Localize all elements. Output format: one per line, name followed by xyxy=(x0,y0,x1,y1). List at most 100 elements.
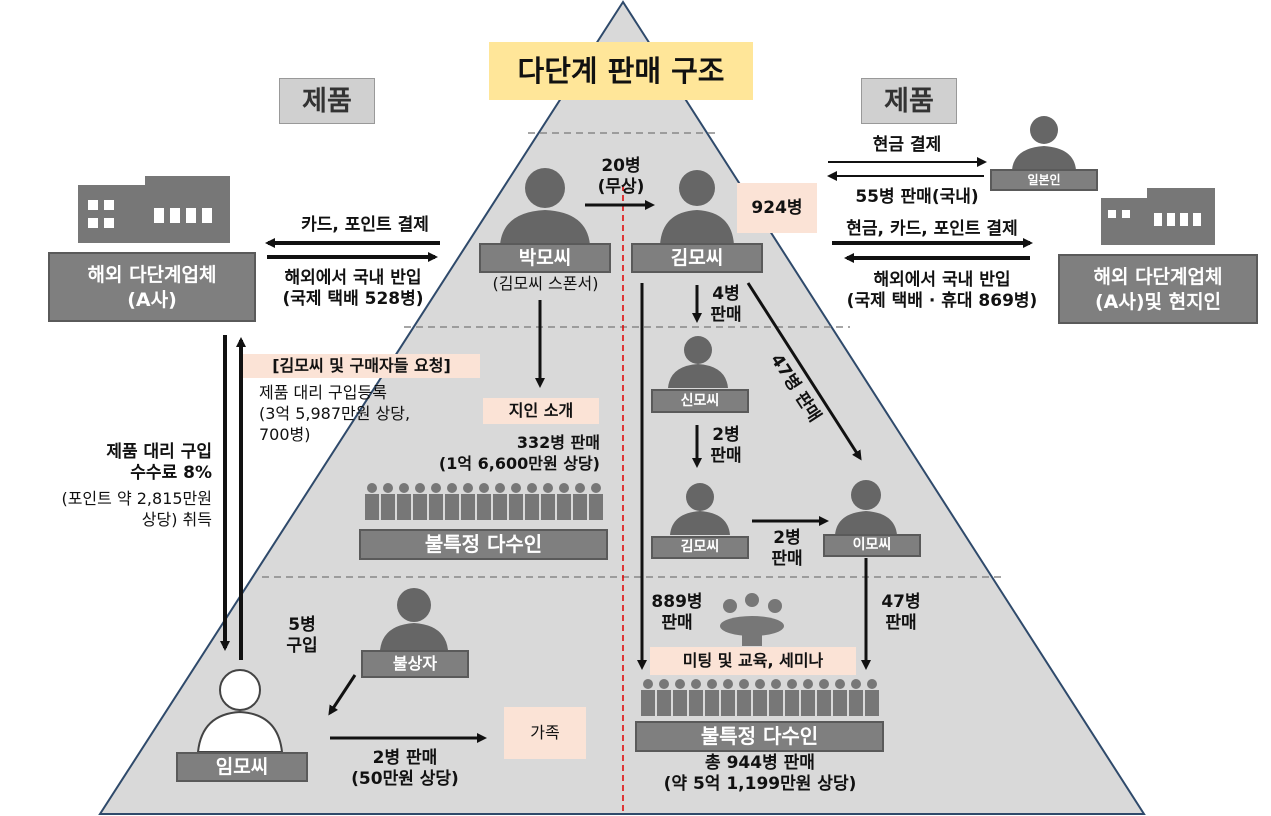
commission-label: 제품 대리 구입 수수료 8% xyxy=(106,442,212,483)
total-sales-label: 총 944병 판매 (약 5억 1,199만원 상당) xyxy=(663,753,857,794)
kim2-box: 김모씨 xyxy=(651,536,749,559)
building-icon xyxy=(78,176,230,243)
person-icon xyxy=(500,168,590,245)
park-sponsor-label: (김모씨 스폰서) xyxy=(492,274,599,293)
person-icon xyxy=(380,588,448,650)
building-icon xyxy=(1101,188,1215,245)
person-icon xyxy=(668,336,728,388)
crowd-person-body xyxy=(641,690,655,716)
person-icon xyxy=(1012,116,1076,170)
crowd-person-head xyxy=(511,483,521,493)
lee-box: 이모씨 xyxy=(823,534,921,557)
crowd-person-head xyxy=(819,679,829,689)
crowd-person-body xyxy=(657,690,671,716)
crowd-person-body xyxy=(705,690,719,716)
kim-box: 김모씨 xyxy=(631,243,763,273)
request-label: [김모씨 및 구매자들 요청] xyxy=(243,354,480,378)
commission-detail-label: (포인트 약 2,815만원 상당) 취득 xyxy=(61,489,212,529)
crowd-person-body xyxy=(557,494,571,520)
japanese-box: 일본인 xyxy=(990,169,1098,191)
crowd-person-head xyxy=(803,679,813,689)
sales-47-label: 47병 판매 xyxy=(881,592,921,633)
crowd-person-head xyxy=(867,679,877,689)
crowd-icon xyxy=(365,483,603,520)
person-icon xyxy=(670,483,730,535)
crowd-person-body xyxy=(769,690,783,716)
crowd-person-body xyxy=(397,494,411,520)
crowd-person-head xyxy=(431,483,441,493)
crowd-person-head xyxy=(739,679,749,689)
person-icon xyxy=(660,170,734,245)
crowd-person-body xyxy=(833,690,847,716)
crowd-person-body xyxy=(785,690,799,716)
crowd-person-head xyxy=(691,679,701,689)
crowd-person-head xyxy=(575,483,585,493)
crowd-person-head xyxy=(659,679,669,689)
crowd-person-head xyxy=(591,483,601,493)
crowd-person-head xyxy=(527,483,537,493)
shin-box: 신모씨 xyxy=(651,389,749,413)
crowd-person-head xyxy=(383,483,393,493)
crowd-person-head xyxy=(415,483,425,493)
product-label-right: 제품 xyxy=(861,78,957,124)
right-company-box: 해외 다단계업체 (A사)및 현지인 xyxy=(1058,254,1258,324)
crowd-person-body xyxy=(801,690,815,716)
crowd-person-body xyxy=(753,690,767,716)
crowd-person-head xyxy=(787,679,797,689)
crowd-person-body xyxy=(445,494,459,520)
crowd-person-head xyxy=(851,679,861,689)
crowd-person-head xyxy=(479,483,489,493)
sales-2b-label: 2병 판매 xyxy=(771,528,803,569)
crowd-person-body xyxy=(365,494,379,520)
person-icon xyxy=(835,480,897,535)
left-payment-label: 카드, 포인트 결제 xyxy=(301,215,429,235)
bulsang-box: 불상자 xyxy=(361,650,469,678)
intro-sales-label: 332병 판매 (1억 6,600만원 상당) xyxy=(438,433,600,473)
crowd-person-head xyxy=(835,679,845,689)
crowd-person-body xyxy=(689,690,703,716)
crowd-person-body xyxy=(381,494,395,520)
meeting-label: 미팅 및 교육, 세미나 xyxy=(650,647,856,675)
cash-payment-label: 현금 결제 xyxy=(872,135,942,155)
meeting-icon xyxy=(720,593,784,646)
crowd-person-head xyxy=(367,483,377,493)
crowd-person-head xyxy=(755,679,765,689)
crowd-person-body xyxy=(737,690,751,716)
acquaintance-intro-label: 지인 소개 xyxy=(483,398,599,424)
crowd-person-body xyxy=(429,494,443,520)
crowd-person-head xyxy=(543,483,553,493)
crowd-person-body xyxy=(493,494,507,520)
crowd-person-head xyxy=(447,483,457,493)
sales-889-label: 889병 판매 xyxy=(651,592,703,633)
kim-count-badge: 924병 xyxy=(737,183,817,233)
right-payment-label: 현금, 카드, 포인트 결제 xyxy=(846,219,1018,239)
lim-box: 임모씨 xyxy=(176,752,308,782)
crowd-person-head xyxy=(643,679,653,689)
domestic-sales-label: 55병 판매(국내) xyxy=(855,187,979,207)
family-box: 가족 xyxy=(504,707,586,759)
proxy-registration-label: 제품 대리 구입등록 (3억 5,987만원 상당, 700병) xyxy=(259,383,411,444)
crowd-person-body xyxy=(865,690,879,716)
crowd-person-body xyxy=(413,494,427,520)
crowd-person-head xyxy=(399,483,409,493)
crowd-person-body xyxy=(849,690,863,716)
crowd-icon xyxy=(641,679,879,716)
crowd-person-body xyxy=(461,494,475,520)
crowd-right-box: 불특정 다수인 xyxy=(635,721,884,752)
crowd-person-body xyxy=(721,690,735,716)
crowd-person-head xyxy=(495,483,505,493)
pyramid xyxy=(98,0,1146,815)
crowd-person-body xyxy=(589,494,603,520)
crowd-person-body xyxy=(477,494,491,520)
crowd-person-body xyxy=(573,494,587,520)
crowd-person-head xyxy=(707,679,717,689)
crowd-person-head xyxy=(559,483,569,493)
buy-5-label: 5병 구입 xyxy=(286,615,318,656)
crowd-person-body xyxy=(525,494,539,520)
page-title: 다단계 판매 구조 xyxy=(489,42,753,100)
person-icon xyxy=(196,669,284,753)
crowd-person-body xyxy=(509,494,523,520)
left-import-label: 해외에서 국내 반입 (국제 택배 528병) xyxy=(282,268,424,309)
crowd-person-head xyxy=(771,679,781,689)
